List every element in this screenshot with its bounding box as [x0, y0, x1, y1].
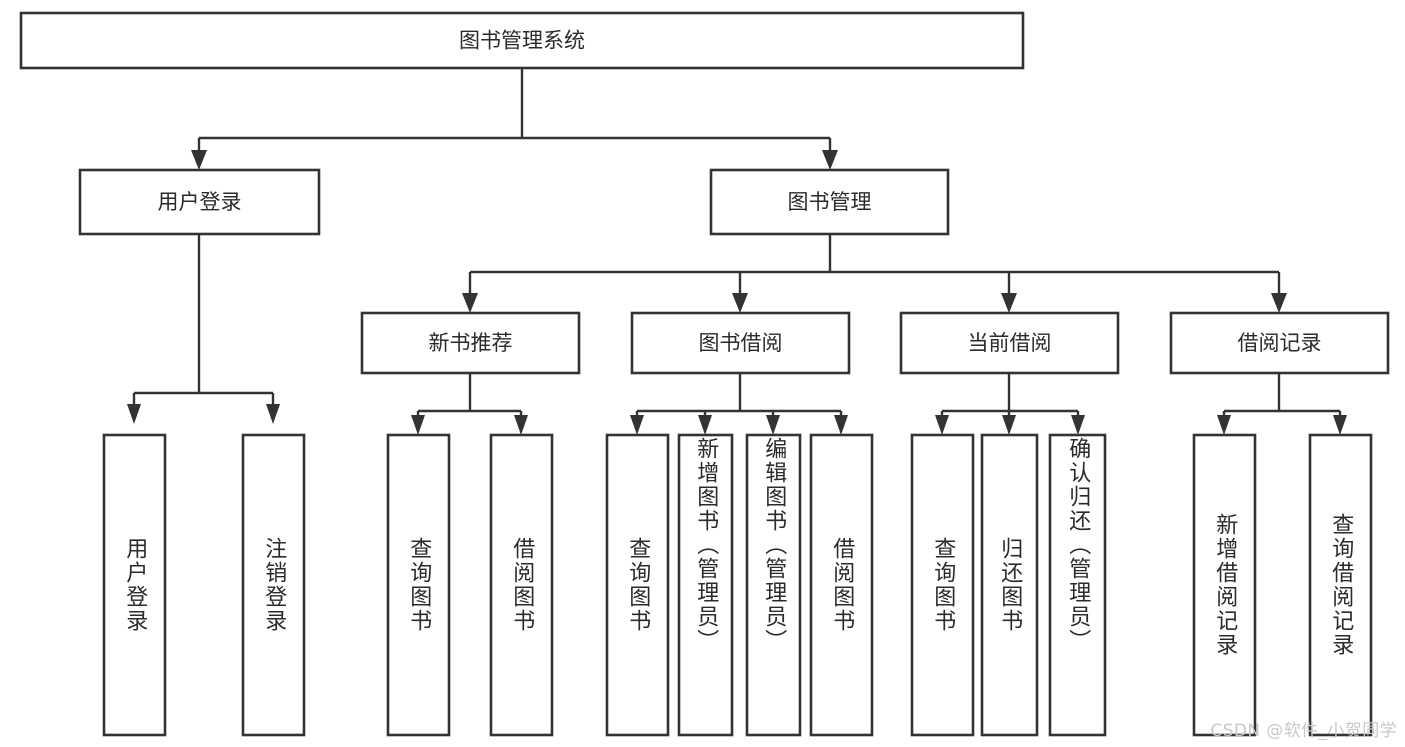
leaf-box-new-book-2[interactable]	[489, 433, 554, 737]
leaf-box-user-login-2[interactable]	[241, 433, 306, 737]
arrow-to-borrow-record	[1271, 293, 1287, 313]
leaf-box-borrow-record-2[interactable]	[1308, 433, 1373, 737]
arrow-userlogin-leaf-1	[127, 404, 141, 424]
leaf-box-book-borrow-4[interactable]	[809, 433, 874, 737]
leaf-box-current-borrow-1[interactable]	[910, 433, 975, 737]
arrow-to-new-book	[462, 293, 478, 313]
arrow-newbook-leaf-1	[411, 415, 425, 435]
arrow-currentborrow-leaf-1	[935, 415, 949, 435]
arrow-to-book-borrow	[732, 293, 748, 313]
arrow-borrowrecord-leaf-1	[1217, 415, 1231, 435]
arrow-root-to-user-login	[191, 150, 207, 170]
arrow-bookborrow-leaf-1	[630, 415, 644, 435]
arrow-bookborrow-leaf-4	[834, 415, 848, 435]
node-root-label: 图书管理系统	[459, 29, 585, 53]
arrow-currentborrow-leaf-2	[1002, 415, 1016, 435]
node-new-book-recommend-label: 新书推荐	[429, 331, 513, 355]
arrow-currentborrow-leaf-3	[1071, 415, 1085, 435]
node-book-borrow[interactable]	[630, 311, 851, 375]
node-current-borrow[interactable]	[899, 311, 1120, 375]
node-root[interactable]	[19, 11, 1025, 70]
arrow-bookborrow-leaf-2	[698, 415, 712, 435]
leaf-box-borrow-record-1[interactable]	[1192, 433, 1257, 737]
arrow-to-current-borrow	[1001, 293, 1017, 313]
node-borrow-record[interactable]	[1169, 311, 1390, 375]
node-user-login[interactable]	[78, 168, 321, 236]
leaf-box-current-borrow-3[interactable]	[1048, 433, 1107, 737]
leaf-box-book-borrow-3[interactable]	[745, 433, 802, 737]
node-current-borrow-label: 当前借阅	[968, 331, 1052, 355]
arrow-bookborrow-leaf-3	[766, 415, 780, 435]
arrow-userlogin-leaf-2	[266, 404, 280, 424]
node-book-manage[interactable]	[709, 168, 950, 236]
leaf-box-user-login-1[interactable]	[102, 433, 167, 737]
node-new-book-recommend[interactable]	[360, 311, 581, 375]
arrow-newbook-leaf-2	[514, 415, 528, 435]
node-borrow-record-label: 借阅记录	[1238, 331, 1322, 355]
leaf-box-current-borrow-2[interactable]	[980, 433, 1039, 737]
node-layer: 图书管理系统 用户登录 图书管理 新书推荐 图书借阅 当前借阅 借阅记录	[19, 11, 1390, 737]
connector-layer	[127, 68, 1347, 435]
node-book-manage-label: 图书管理	[788, 190, 872, 214]
node-user-login-label: 用户登录	[158, 190, 242, 214]
leaf-box-book-borrow-2[interactable]	[677, 433, 734, 737]
arrow-root-to-book-manage	[822, 150, 838, 170]
leaf-box-new-book-1[interactable]	[386, 433, 451, 737]
leaf-box-book-borrow-1[interactable]	[605, 433, 670, 737]
node-book-borrow-label: 图书借阅	[699, 331, 783, 355]
arrow-borrowrecord-leaf-2	[1333, 415, 1347, 435]
